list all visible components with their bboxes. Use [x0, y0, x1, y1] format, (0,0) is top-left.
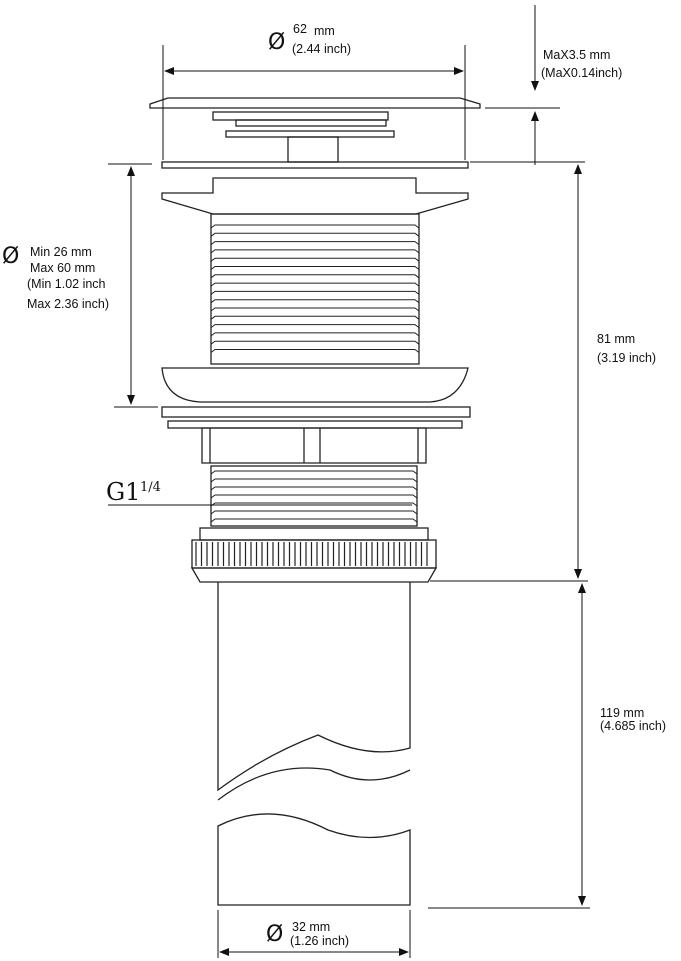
bowl	[161, 367, 469, 403]
washer	[161, 406, 471, 418]
basin-range-min-mm: Min 26 mm	[30, 245, 92, 259]
thread-size-fraction: 1/4	[140, 480, 161, 495]
top-diameter-mm-number: 62	[293, 22, 307, 36]
drain-outline	[149, 97, 481, 906]
tail-pipe-break	[217, 767, 411, 801]
pipe-diameter-symbol: Ø	[266, 922, 284, 947]
body-height-inch: (3.19 inch)	[597, 351, 657, 365]
tail-pipe-lower	[217, 813, 411, 906]
threaded-body	[210, 213, 420, 365]
flange-body	[161, 177, 469, 215]
hex-nut	[201, 427, 427, 464]
basin-range-max-inch: Max 2.36 inch)	[27, 297, 109, 311]
pipe-diameter-inch: (1.26 inch)	[290, 934, 350, 948]
cap-height-mm: MaX3.5 mm	[543, 48, 611, 62]
flange-top	[161, 161, 469, 169]
lower-threads	[210, 470, 418, 523]
basin-range-max-mm: Max 60 mm	[30, 261, 96, 275]
top-diameter-inch: (2.44 inch)	[292, 42, 352, 56]
basin-range-symbol: Ø	[2, 244, 20, 269]
body-height-mm: 81 mm	[597, 332, 636, 346]
basin-range-min-inch: (Min 1.02 inch	[27, 277, 106, 291]
body-threads	[210, 224, 420, 353]
cap-step-2	[235, 119, 387, 127]
lower-thread	[210, 465, 418, 527]
cap-height-inch: (MaX0.14inch)	[541, 66, 623, 80]
dimension-lines	[108, 5, 590, 958]
tail-pipe-upper	[217, 582, 411, 792]
pipe-length-mm: 119 mm	[600, 706, 645, 720]
cap-stem	[287, 136, 339, 163]
pipe-length-inch: (4.685 inch)	[600, 719, 667, 733]
top-diameter-mm-unit: mm	[314, 24, 335, 38]
drain-cap	[149, 97, 481, 109]
cap-step-3	[225, 130, 395, 138]
cap-step-1	[212, 111, 389, 121]
washer-lower	[167, 420, 463, 429]
ring-base	[190, 567, 438, 583]
thread-size-g: G1	[106, 478, 141, 506]
knurl-lines	[195, 542, 428, 566]
pipe-diameter-mm: 32 mm	[292, 920, 331, 934]
top-diameter-symbol: Ø	[268, 30, 286, 55]
